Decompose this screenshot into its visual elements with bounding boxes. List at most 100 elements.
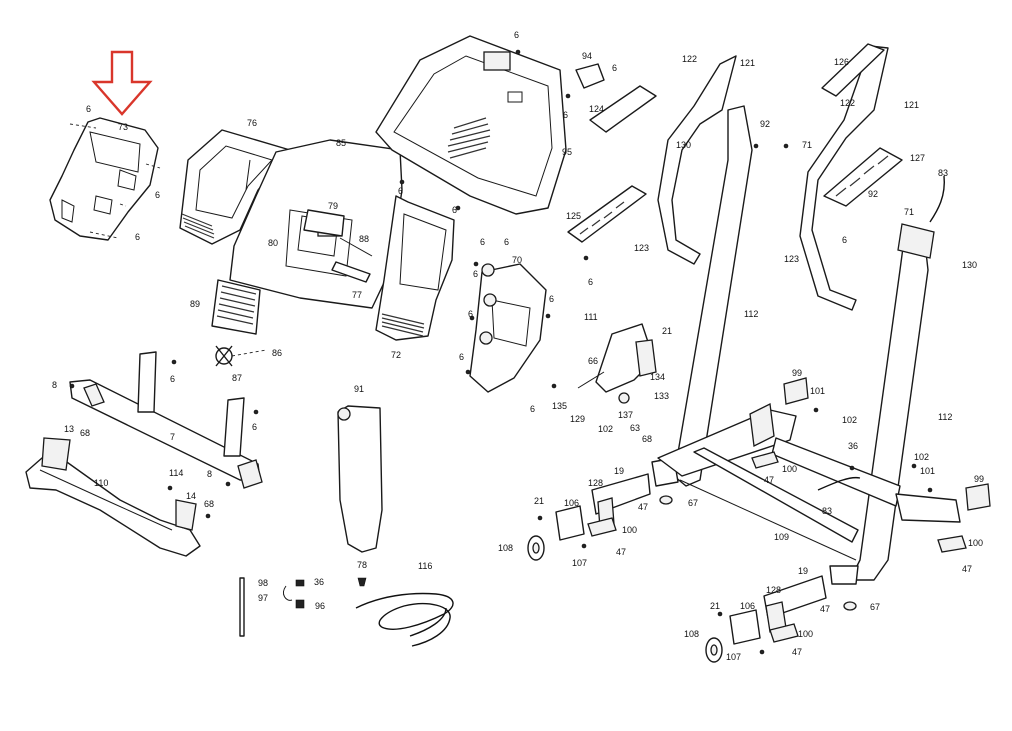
callout-label: 137 <box>618 410 633 420</box>
callout-label: 6 <box>842 235 847 245</box>
part-100-pads <box>587 451 967 643</box>
callout-label: 47 <box>638 502 648 512</box>
callout-label: 106 <box>564 498 579 508</box>
callout-label: 6 <box>549 294 554 304</box>
part-108-wheel-right <box>705 609 761 663</box>
callout-label: 47 <box>764 475 774 485</box>
part-91-belt <box>337 405 383 553</box>
part-19-right-leg <box>763 575 827 633</box>
callout-label: 108 <box>498 543 513 553</box>
callout-label: 80 <box>268 238 278 248</box>
part-109-base-frame <box>657 403 961 561</box>
part-72-side-cover <box>375 195 455 341</box>
callout-label: 111 <box>584 312 598 322</box>
callout-label: 19 <box>614 466 624 476</box>
callout-label: 100 <box>968 538 983 548</box>
callout-label: 121 <box>740 58 755 68</box>
callout-label: 71 <box>904 207 914 217</box>
callout-label: 6 <box>252 422 257 432</box>
callout-label: 101 <box>920 466 935 476</box>
callout-label: 92 <box>868 189 878 199</box>
fastener-marks <box>69 49 933 655</box>
callout-label: 7 <box>170 432 175 442</box>
callout-label: 101 <box>810 386 825 396</box>
callout-label: 134 <box>650 372 665 382</box>
callout-label: 6 <box>135 232 140 242</box>
parts-small-hardware <box>239 577 367 637</box>
callout-label: 6 <box>473 269 478 279</box>
callout-label: 83 <box>938 168 948 178</box>
part-83-wires <box>817 175 946 491</box>
part-87-fan <box>215 345 267 367</box>
part-110-base-rail <box>25 437 201 557</box>
callout-label: 100 <box>798 629 813 639</box>
callout-label: 63 <box>630 423 640 433</box>
callout-label: 70 <box>512 255 522 265</box>
callout-label: 21 <box>534 496 544 506</box>
callout-label: 124 <box>589 104 604 114</box>
callout-label: 100 <box>782 464 797 474</box>
callout-label: 89 <box>190 299 200 309</box>
callout-label: 94 <box>582 51 592 61</box>
callout-label: 130 <box>676 140 691 150</box>
callout-label: 121 <box>904 100 919 110</box>
callout-label: 122 <box>682 54 697 64</box>
callout-label: 47 <box>616 547 626 557</box>
callout-label: 6 <box>530 404 535 414</box>
part-94-bracket <box>575 63 605 89</box>
callout-label: 36 <box>848 441 858 451</box>
callout-label: 128 <box>766 585 781 595</box>
callout-label: 6 <box>86 104 91 114</box>
callout-label: 21 <box>662 326 672 336</box>
part-76-side-cover <box>179 129 291 245</box>
part-125-handle-cover <box>567 185 647 243</box>
callout-label: 98 <box>258 578 268 588</box>
part-123-left-upright <box>651 55 753 487</box>
part-70-side-cover <box>469 263 547 393</box>
callout-label: 6 <box>504 237 509 247</box>
part-127-handle-cover <box>823 147 903 207</box>
callout-label: 66 <box>588 356 598 366</box>
callout-label: 6 <box>480 237 485 247</box>
callout-label: 14 <box>186 491 196 501</box>
part-79-bracket <box>303 209 345 237</box>
callout-label: 8 <box>207 469 212 479</box>
callout-label: 123 <box>634 243 649 253</box>
callout-label: 71 <box>802 140 812 150</box>
callout-label: 99 <box>792 368 802 378</box>
callout-label: 122 <box>840 98 855 108</box>
callout-label: 114 <box>169 468 183 478</box>
down-arrow-icon <box>91 50 153 116</box>
callout-label: 6 <box>468 309 473 319</box>
callout-label: 6 <box>588 277 593 287</box>
callout-label: 110 <box>94 478 108 488</box>
callout-label: 128 <box>588 478 603 488</box>
callout-label: 116 <box>418 561 432 571</box>
part-88-bracket <box>331 261 371 283</box>
callout-label: 133 <box>654 391 669 401</box>
callout-label: 106 <box>740 601 755 611</box>
callout-label: 76 <box>247 118 257 128</box>
callout-label: 6 <box>612 63 617 73</box>
callout-label: 102 <box>842 415 857 425</box>
callout-label: 100 <box>622 525 637 535</box>
callout-label: 87 <box>232 373 242 383</box>
callout-label: 8 <box>52 380 57 390</box>
callout-label: 130 <box>962 260 977 270</box>
callout-label: 6 <box>563 110 568 120</box>
callout-label: 6 <box>170 374 175 384</box>
callout-label: 47 <box>792 647 802 657</box>
callout-label: 109 <box>774 532 789 542</box>
callout-label: 88 <box>359 234 369 244</box>
callout-label: 47 <box>962 564 972 574</box>
callout-label: 85 <box>336 138 346 148</box>
callout-label: 67 <box>870 602 880 612</box>
callout-label: 102 <box>598 424 613 434</box>
callout-label: 13 <box>64 424 74 434</box>
callout-label: 126 <box>834 57 849 67</box>
callout-label: 68 <box>642 434 652 444</box>
callout-label: 95 <box>562 147 572 157</box>
callout-label: 97 <box>258 593 268 603</box>
